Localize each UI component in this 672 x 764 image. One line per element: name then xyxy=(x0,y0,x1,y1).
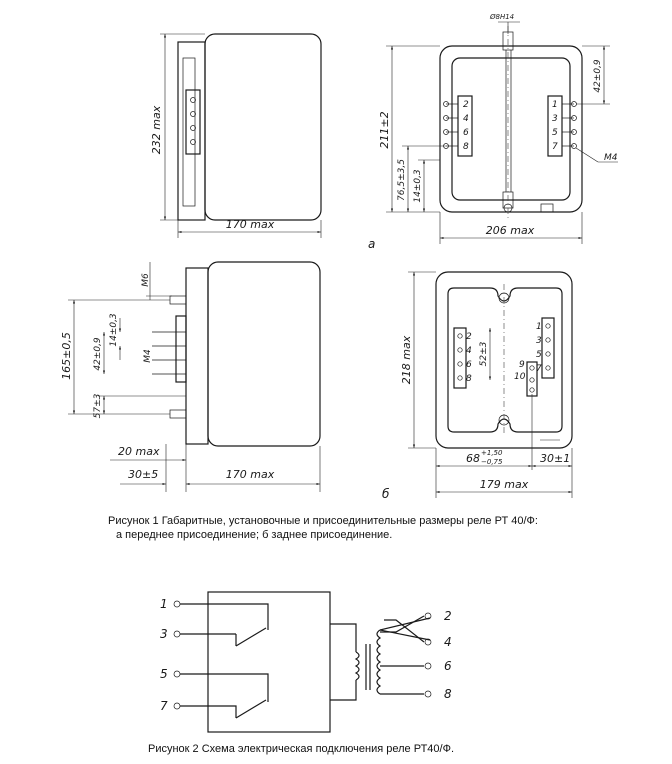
dim-57: 57±3 xyxy=(93,393,103,418)
dim-68-tol-lower: −0,75 xyxy=(481,458,503,466)
figure1-caption: Рисунок 1 Габаритные, установочные и при… xyxy=(108,515,538,527)
terminal-5-a: 5 xyxy=(552,128,558,138)
terminal-7-b: 7 xyxy=(536,364,542,374)
dim-170-max-a: 170 max xyxy=(226,218,275,231)
dim-hole-8h14: Ø8Н14 xyxy=(489,13,514,21)
dim-165: 165±0,5 xyxy=(60,332,73,380)
dim-42-a: 42±0,9 xyxy=(593,59,603,93)
terminal-1-b: 1 xyxy=(536,322,542,332)
terminal-5-b: 5 xyxy=(536,350,542,360)
label-a: а xyxy=(368,237,375,251)
fig1b-terminals-right: 1 3 5 7 xyxy=(536,322,551,374)
fig2-terminal-8: 8 xyxy=(444,687,452,701)
dim-30-5: 30±5 xyxy=(128,468,158,481)
label-b: б xyxy=(382,487,390,501)
fig2-terminal-1: 1 xyxy=(160,597,168,611)
terminal-8-a: 8 xyxy=(463,142,469,152)
dim-30-1: 30±1 xyxy=(540,452,570,465)
fig2-terminal-5: 5 xyxy=(160,667,168,681)
terminal-10-b: 10 xyxy=(514,372,526,382)
terminal-8-b: 8 xyxy=(466,374,472,384)
dim-76-5: 76,5±3,5 xyxy=(397,159,407,201)
fig2-terminal-7: 7 xyxy=(160,699,168,713)
fig2-terminal-4: 4 xyxy=(444,635,452,649)
dim-52: 52±3 xyxy=(479,341,489,366)
dim-68-tol-upper: +1,50 xyxy=(481,449,503,457)
figure2-caption: Рисунок 2 Схема электрическая подключени… xyxy=(148,743,454,755)
terminal-6-a: 6 xyxy=(463,128,469,138)
dim-14-b: 14±0,3 xyxy=(109,313,119,347)
dim-42-b: 42±0,9 xyxy=(93,337,103,371)
dim-211: 211±2 xyxy=(378,111,391,148)
fig2-terminal-6: 6 xyxy=(444,659,452,673)
dim-206-max: 206 max xyxy=(486,224,535,237)
fig2-terminal-2: 2 xyxy=(444,609,452,623)
terminal-4-a: 4 xyxy=(463,114,469,124)
dim-218-max: 218 max xyxy=(400,335,413,384)
terminal-1-a: 1 xyxy=(552,100,558,110)
fig1a-front-view: 2 4 6 8 1 3 5 7 xyxy=(368,13,618,251)
terminal-3-a: 3 xyxy=(552,114,558,124)
figure1-caption-line2: а переднее присоединение; б заднее присо… xyxy=(116,529,393,541)
dim-20-max: 20 max xyxy=(118,445,160,458)
terminal-2-b: 2 xyxy=(466,332,472,342)
fig1a-terminals-right: 1 3 5 7 xyxy=(552,100,577,152)
fig1a-side-view: 232 max 170 max xyxy=(150,33,322,238)
terminal-6-b: 6 xyxy=(466,360,472,370)
dim-68: 68 xyxy=(466,452,480,465)
terminal-9-b: 9 xyxy=(519,360,525,370)
dim-170-max-b: 170 max xyxy=(226,468,275,481)
dim-179-max: 179 max xyxy=(480,478,529,491)
fig1b-front-view: 2 4 6 8 1 3 5 7 9 10 218 max xyxy=(382,271,573,501)
terminal-2-a: 2 xyxy=(463,100,469,110)
terminal-4-b: 4 xyxy=(466,346,472,356)
terminal-3-b: 3 xyxy=(536,336,542,346)
dim-m4-b: М4 xyxy=(143,349,153,363)
fig1b-terminals-center: 9 10 xyxy=(514,360,535,393)
terminal-7-a: 7 xyxy=(552,142,558,152)
fig1b-side-view: М6 165±0,5 42±0,9 14±0,3 М4 57±3 20 max … xyxy=(60,261,321,492)
fig1b-terminals-left: 2 4 6 8 xyxy=(457,332,472,384)
dim-m4-a: М4 xyxy=(604,153,618,163)
dim-m6: М6 xyxy=(141,273,151,287)
dim-14-a: 14±0,3 xyxy=(413,169,423,203)
fig2-schematic: 1 3 5 7 2 4 6 8 xyxy=(160,591,452,733)
fig2-terminal-3: 3 xyxy=(160,627,168,641)
fig1a-terminals-left: 2 4 6 8 xyxy=(443,100,469,152)
dim-232-max: 232 max xyxy=(150,105,163,154)
